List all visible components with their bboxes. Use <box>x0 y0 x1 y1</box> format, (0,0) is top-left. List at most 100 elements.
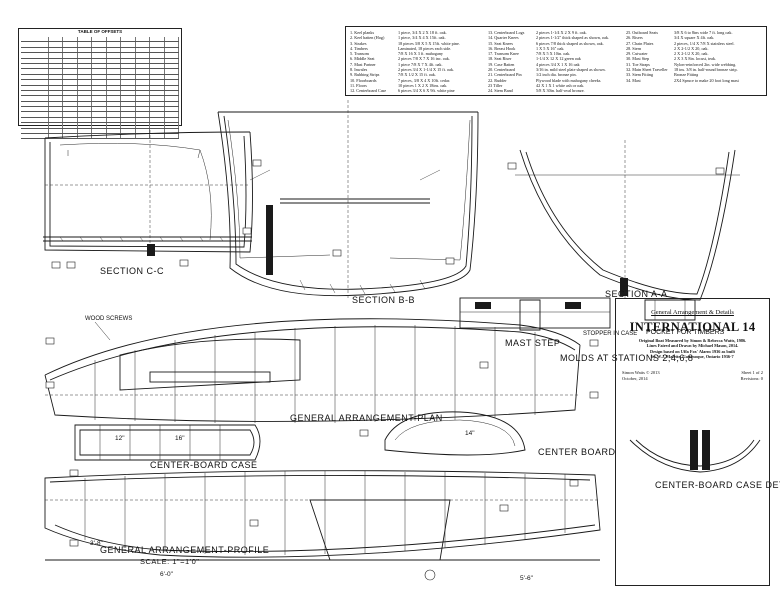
materials-item-spec: 6 pieces 7/8 thick shaped as shown, oak. <box>536 40 604 46</box>
general-arrangement-profile: 3'-8" 6'-0" 5'-6" GENERAL ARRANGEMENT-PR… <box>44 470 601 582</box>
offsets-row <box>21 42 179 48</box>
materials-item-name: 32. Main Sheet Traveller <box>626 67 668 73</box>
offsets-row <box>21 123 179 129</box>
hull-inboard-profile: WOOD SCREWS <box>44 316 581 423</box>
materials-item-name: 26. Risers <box>626 35 643 41</box>
materials-item-name: 6. Middle Seat <box>350 56 375 62</box>
materials-item-name: 28. Stern <box>626 45 642 51</box>
materials-item-spec: Bronze Fitting <box>674 72 699 78</box>
materials-item-spec: 2 pieces, 1/4 X 7/8 X stainless steel. <box>674 40 735 46</box>
offsets-row <box>21 53 179 59</box>
materials-item-name: 14. Quarter Knees <box>488 35 519 41</box>
offsets-row <box>21 112 179 118</box>
offsets-title: TABLE OF OFFSETS <box>77 29 123 34</box>
materials-item-spec: 2X4 Spruce to make 20 foot long mast <box>674 77 739 83</box>
materials-item: 33. Stem Fitting Bronze Fitting <box>626 72 739 77</box>
materials-item-spec: 3/4 X square X 4ft. oak. <box>674 35 715 41</box>
materials-item-name: 7. Mast Partner <box>350 61 376 67</box>
offsets-row <box>21 37 179 43</box>
label-centerboard-case: CENTER-BOARD CASE <box>150 460 258 470</box>
offsets-row <box>21 101 179 108</box>
materials-item-spec: 2 pieces 1-1/2" thick shaped as shown, o… <box>536 35 609 41</box>
materials-item-name: 25. Outboard Seats <box>626 30 658 35</box>
offsets-row <box>21 117 179 124</box>
materials-item-spec: 5/8 X 30in. half-oval bronze. <box>536 88 585 94</box>
title-block: General Arrangement & Details INTERNATIO… <box>615 298 770 586</box>
offsets-row <box>21 128 179 135</box>
revision: Revisions: 0 <box>740 375 763 381</box>
materials-list: 1. Keel planks 1 piece, 3/4 X 2 X 18 ft. … <box>345 26 767 96</box>
credits-line-1: Original Boat Measured by Simon & Rebecc… <box>638 338 747 343</box>
materials-item-name: 33. Stem Fitting <box>626 72 654 78</box>
materials-item: 26. Risers 3/4 X square X 4ft. oak. <box>626 35 739 40</box>
drawing-subtitle: General Arrangement & Details <box>651 309 734 316</box>
materials-item-name: 2. Keel batten (Hog) <box>350 35 385 41</box>
label-section-b-b: SECTION B-B <box>352 295 415 305</box>
dim-12: 12" <box>115 435 125 442</box>
credits: Original Boat Measured by Simon & Rebecc… <box>622 338 763 360</box>
materials-item-name: 4. Timbers <box>350 45 368 51</box>
materials-item-spec: 2 X 2-1/2 X 20, oak. <box>674 45 709 51</box>
pocket-detail: POCKET FOR TIMBERS <box>644 299 725 336</box>
label-wood-screws: WOOD SCREWS <box>85 316 132 322</box>
offsets-row <box>21 74 179 81</box>
dim-3-8: 3'-8" <box>90 540 104 547</box>
materials-item-spec: 18 pieces 3/8 X 5 X 15ft. white pine. <box>398 40 460 46</box>
offsets-row <box>21 107 179 113</box>
materials-item: 2. Keel batten (Hog) 1 piece, 3/4 X 4 X 1… <box>350 35 460 40</box>
materials-item-spec: 1 piece, 3/4 X 4 X 15ft. oak. <box>398 35 446 41</box>
materials-item: 29. Cutwater 2 X 2-1/2 X 20, oak. <box>626 51 739 56</box>
materials-item-spec: 1 piece, 3/4 X 2 X 18 ft. oak. <box>398 30 447 35</box>
drawing-title: INTERNATIONAL 14 <box>629 320 756 334</box>
credits-line-4: by W.J. Malette, Ganonoque, Ontario 1936… <box>651 354 734 360</box>
materials-item-spec: Laminated, 18 pieces each side. <box>398 45 452 51</box>
materials-item-spec: 3/16 in. mild steel plate shaped as show… <box>536 67 606 73</box>
materials-item-name: 22. Rudder <box>488 77 507 83</box>
materials-item-name: 23 Tiller <box>488 82 503 88</box>
materials-item-spec: 1 piece 7/8 X 7 X 4ft. oak. <box>398 61 443 67</box>
materials-item-name: 31. Toe Straps <box>626 61 650 67</box>
materials-item-spec: 2 X 2-1/2 X 20, oak. <box>674 51 709 57</box>
label-scale: SCALE: 1"=1'0" <box>140 557 199 566</box>
materials-item-name: 1. Keel planks <box>350 30 375 35</box>
materials-item-spec: 4 pieces 3/4 X 1 X 16 oak <box>536 61 580 67</box>
offsets-row <box>21 96 179 102</box>
label-centerboard: CENTER BOARD <box>538 447 616 457</box>
dim-16: 16" <box>175 435 185 442</box>
materials-item-name: 29. Cutwater <box>626 51 648 57</box>
materials-item-name: 11. Floors <box>350 82 367 88</box>
materials-column-1: 1. Keel planks 1 piece, 3/4 X 2 X 18 ft. … <box>350 30 460 94</box>
label-general-profile: GENERAL ARRANGEMENT-PROFILE <box>100 545 269 555</box>
copyright: Simon Watts © 2013 <box>622 370 660 375</box>
materials-item-spec: 1/2 inch dia. bronze pin. <box>536 72 577 78</box>
credits-line-2: Lines Faired and Drawn by Michael Mason,… <box>646 343 739 349</box>
materials-item-name: 13. Centerboard Logs <box>488 30 525 35</box>
label-molds: MOLDS AT STATIONS 2,4,6,8 <box>560 353 693 363</box>
materials-item-name: 16. Breast Hook <box>488 45 516 51</box>
materials-item: 14. Quarter Knees 2 pieces 1-1/2" thick s… <box>488 35 609 40</box>
materials-item-name: 18. Seat Riser <box>488 56 512 62</box>
title-footer: Simon Watts © 2013 October, 2014 Sheet 1… <box>622 370 763 381</box>
materials-item-spec: 6 pieces 3/4 X 6 X 9ft. white pine <box>398 88 455 94</box>
materials-item-spec: 42 X 1 X 1 white ash or oak. <box>536 82 585 88</box>
materials-item-name: 19. Case Batten <box>488 61 515 67</box>
label-section-c-c: SECTION C-C <box>100 266 164 276</box>
offsets-row <box>21 58 179 64</box>
